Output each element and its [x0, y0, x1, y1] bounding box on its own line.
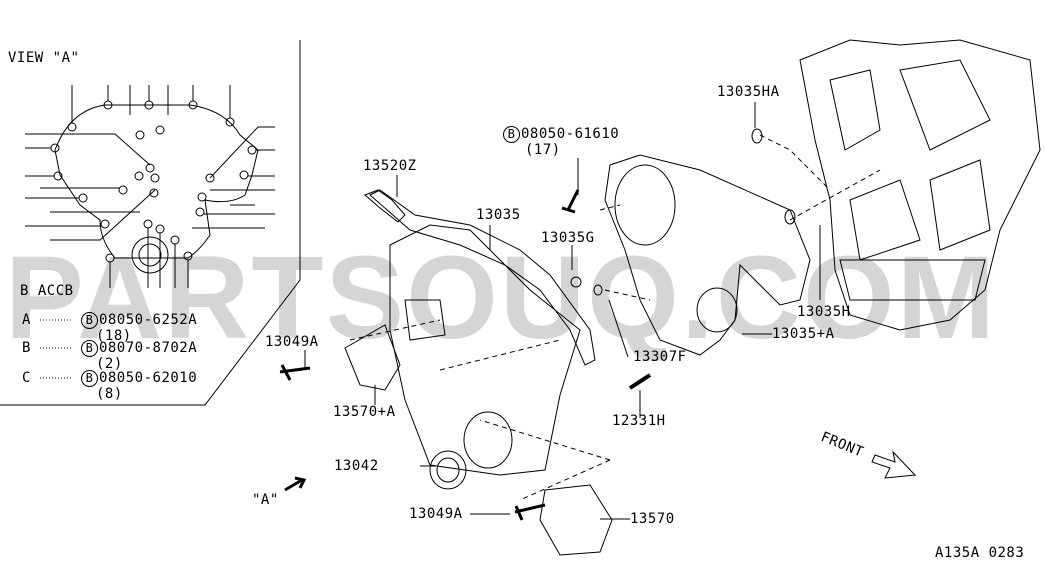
callout-13042[interactable]: 13042	[334, 458, 379, 474]
cover-plate-13570	[539, 484, 613, 556]
inset-title: VIEW "A"	[8, 50, 80, 66]
diagram-code: A135A 0283	[935, 545, 1025, 561]
view-a-label: "A"	[252, 492, 279, 508]
inset-leader-lines	[25, 85, 275, 288]
sensor-13520Z	[364, 189, 406, 223]
bolt-badge-icon: B	[80, 370, 98, 387]
inset-border	[0, 40, 301, 406]
watermark: PARTSOUQ.COM	[5, 232, 998, 364]
dowel-12331H	[628, 373, 652, 390]
crank-seal-housing	[463, 411, 513, 469]
bolt-badge-icon: B	[80, 340, 98, 357]
gasket-13035	[369, 189, 596, 366]
inset-crank-hole	[131, 236, 169, 274]
callout-12331H[interactable]: 12331H	[612, 413, 666, 429]
callout-13307F[interactable]: 13307F	[633, 349, 687, 365]
callout-13035HA[interactable]: 13035HA	[717, 84, 780, 100]
cover-window	[404, 299, 446, 341]
plug-13035H	[784, 209, 796, 225]
bolt-badge-icon: B	[80, 312, 98, 329]
callout-13049A-bottom[interactable]: 13049A	[409, 506, 463, 522]
bolt-13035G	[570, 276, 582, 288]
legend-leaders	[40, 319, 72, 379]
callout-13520Z[interactable]: 13520Z	[363, 158, 417, 174]
engine-block	[799, 39, 1041, 331]
washer-13307F	[593, 284, 603, 296]
plug-13035HA	[751, 128, 763, 144]
bolt-13049A-bottom	[514, 503, 546, 521]
inset-bottom-letters: B ACCB	[20, 283, 74, 299]
callout-13035[interactable]: 13035	[476, 207, 521, 223]
front-arrow-icon	[871, 450, 917, 479]
oil-pan	[839, 259, 986, 301]
callout-13035A[interactable]: 13035+A	[772, 326, 835, 342]
rear-timing-cover	[604, 154, 811, 356]
view-a-arrow	[284, 476, 307, 492]
cover-plate-13570A	[344, 324, 401, 391]
water-pump-opening	[696, 287, 738, 333]
bolt-13049A-top	[279, 364, 311, 381]
inset-cover-outline	[54, 104, 259, 259]
oil-seal-13042	[429, 450, 467, 490]
guide-lines	[349, 134, 881, 501]
front-timing-cover	[389, 224, 581, 476]
callout-leaders	[304, 102, 821, 520]
bolt-badge-icon: B	[503, 126, 520, 143]
callout-13570A[interactable]: 13570+A	[333, 404, 396, 420]
cam-opening	[614, 164, 676, 246]
callout-13570[interactable]: 13570	[630, 511, 675, 527]
bolt-08050-61610	[561, 189, 580, 214]
callout-13049A-top[interactable]: 13049A	[265, 334, 319, 350]
callout-13035G[interactable]: 13035G	[541, 230, 595, 246]
callout-13035H[interactable]: 13035H	[797, 304, 851, 320]
